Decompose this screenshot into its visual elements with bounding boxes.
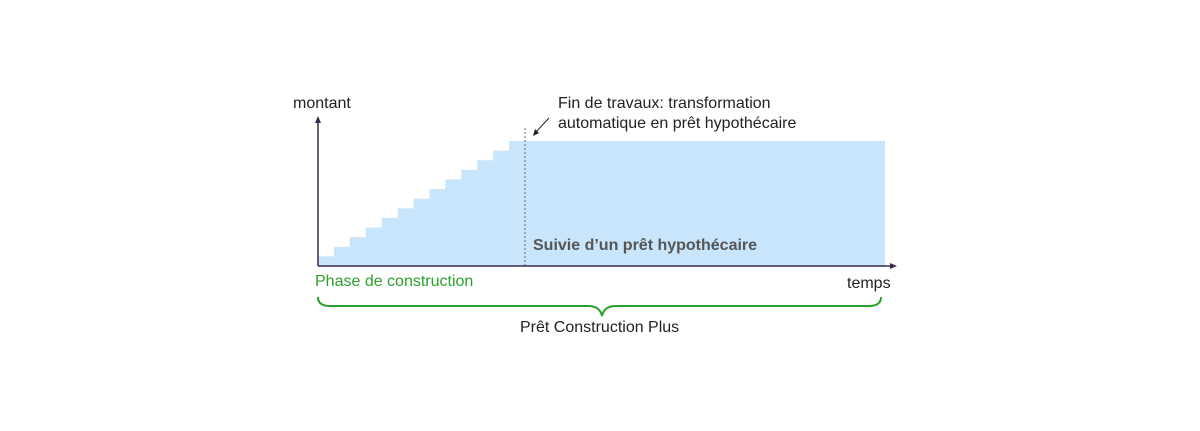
construction-step-1 [318,256,335,266]
construction-step-6 [397,208,415,266]
annotation-text-line1: Fin de travaux: transformation [558,95,771,112]
construction-step-13 [509,141,526,266]
construction-step-8 [429,189,446,266]
y-axis-label: montant [293,95,351,112]
construction-step-7 [413,198,431,266]
y-axis-arrowhead [315,116,321,123]
mortgage-area-label: Suivie d’un prêt hypothécaire [533,237,758,254]
construction-phase-label: Phase de construction [315,273,474,290]
annotation-arrowhead [533,129,539,136]
construction-step-9 [445,179,462,266]
construction-step-12 [493,150,510,266]
annotation-arrow [534,117,550,134]
construction-step-2 [333,246,351,266]
construction-step-10 [461,169,478,266]
product-name-label: Prêt Construction Plus [520,319,680,336]
construction-steps [318,141,526,266]
construction-step-4 [365,227,383,266]
x-axis-label: temps [847,275,891,292]
construction-step-11 [477,160,494,266]
mortgage-area [525,141,885,266]
annotation-text-line2: automatique en prêt hypothécaire [558,115,797,132]
construction-step-5 [381,217,399,266]
x-axis-arrowhead [890,263,897,269]
curly-brace [317,296,882,317]
construction-step-3 [349,237,367,266]
